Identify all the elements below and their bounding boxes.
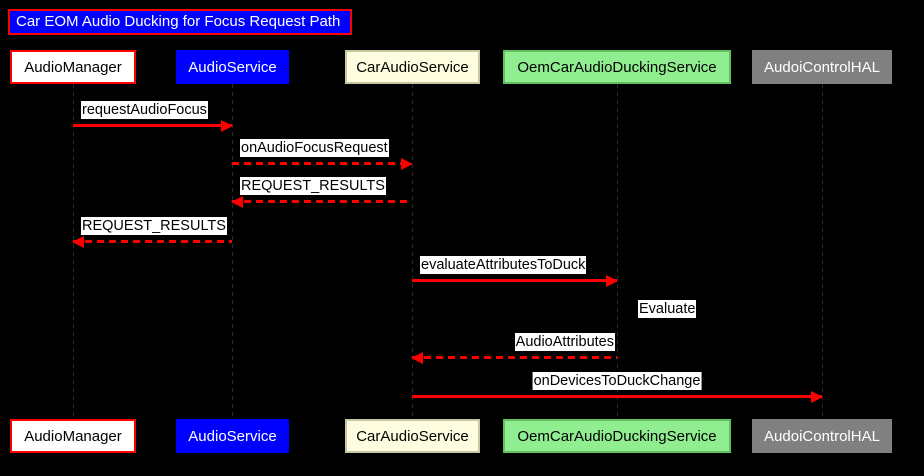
- arrowhead-icon: [72, 235, 84, 248]
- message-line: [232, 200, 412, 203]
- participant-label: OemCarAudioDuckingService: [517, 427, 717, 445]
- arrowhead-icon: [221, 119, 233, 132]
- lifeline-audoi-control-hal: [822, 84, 823, 418]
- message-line: [232, 162, 412, 165]
- participant-label: AudioManager: [24, 58, 122, 76]
- participant-bottom-car-audio-service[interactable]: CarAudioService: [345, 419, 480, 453]
- participant-bottom-oem-car-audio-ducking-service[interactable]: OemCarAudioDuckingService: [503, 419, 731, 453]
- participant-label: AudoiControlHAL: [764, 58, 880, 76]
- participant-top-audoi-control-hal[interactable]: AudoiControlHAL: [752, 50, 892, 84]
- arrowhead-icon: [811, 390, 823, 403]
- participant-label: OemCarAudioDuckingService: [517, 58, 717, 76]
- lifeline-car-audio-service: [412, 84, 413, 418]
- participant-bottom-audio-service[interactable]: AudioService: [176, 419, 289, 453]
- arrowhead-icon: [401, 157, 413, 170]
- lifeline-audio-manager: [73, 84, 74, 418]
- participant-label: CarAudioService: [356, 427, 469, 445]
- participant-label: AudioManager: [24, 427, 122, 445]
- message-line: [73, 240, 232, 243]
- diagram-title: Car EOM Audio Ducking for Focus Request …: [8, 9, 352, 35]
- participant-label: AudioService: [188, 58, 277, 76]
- arrowhead-icon: [231, 195, 243, 208]
- message-label: AudioAttributes: [514, 333, 615, 351]
- message-label: REQUEST_RESULTS: [81, 217, 227, 235]
- participant-top-oem-car-audio-ducking-service[interactable]: OemCarAudioDuckingService: [503, 50, 731, 84]
- participant-label: AudioService: [188, 427, 277, 445]
- participant-bottom-audio-manager[interactable]: AudioManager: [10, 419, 136, 453]
- participant-top-audio-manager[interactable]: AudioManager: [10, 50, 136, 84]
- message-line: [412, 279, 617, 282]
- participant-label: AudoiControlHAL: [764, 427, 880, 445]
- lifeline-oem-car-audio-ducking-service: [617, 84, 618, 418]
- participant-bottom-audoi-control-hal[interactable]: AudoiControlHAL: [752, 419, 892, 453]
- note-evaluate: Evaluate: [638, 300, 697, 318]
- message-line: [412, 356, 617, 359]
- message-label: evaluateAttributesToDuck: [420, 256, 587, 274]
- participant-label: CarAudioService: [356, 58, 469, 76]
- participant-top-audio-service[interactable]: AudioService: [176, 50, 289, 84]
- participant-top-car-audio-service[interactable]: CarAudioService: [345, 50, 480, 84]
- message-label: REQUEST_RESULTS: [240, 177, 386, 195]
- arrowhead-icon: [411, 351, 423, 364]
- lifeline-audio-service: [232, 84, 233, 418]
- arrowhead-icon: [606, 274, 618, 287]
- message-label: onAudioFocusRequest: [240, 139, 389, 157]
- message-label: requestAudioFocus: [81, 101, 208, 119]
- message-label: onDevicesToDuckChange: [532, 372, 702, 390]
- message-line: [73, 124, 232, 127]
- message-line: [412, 395, 822, 398]
